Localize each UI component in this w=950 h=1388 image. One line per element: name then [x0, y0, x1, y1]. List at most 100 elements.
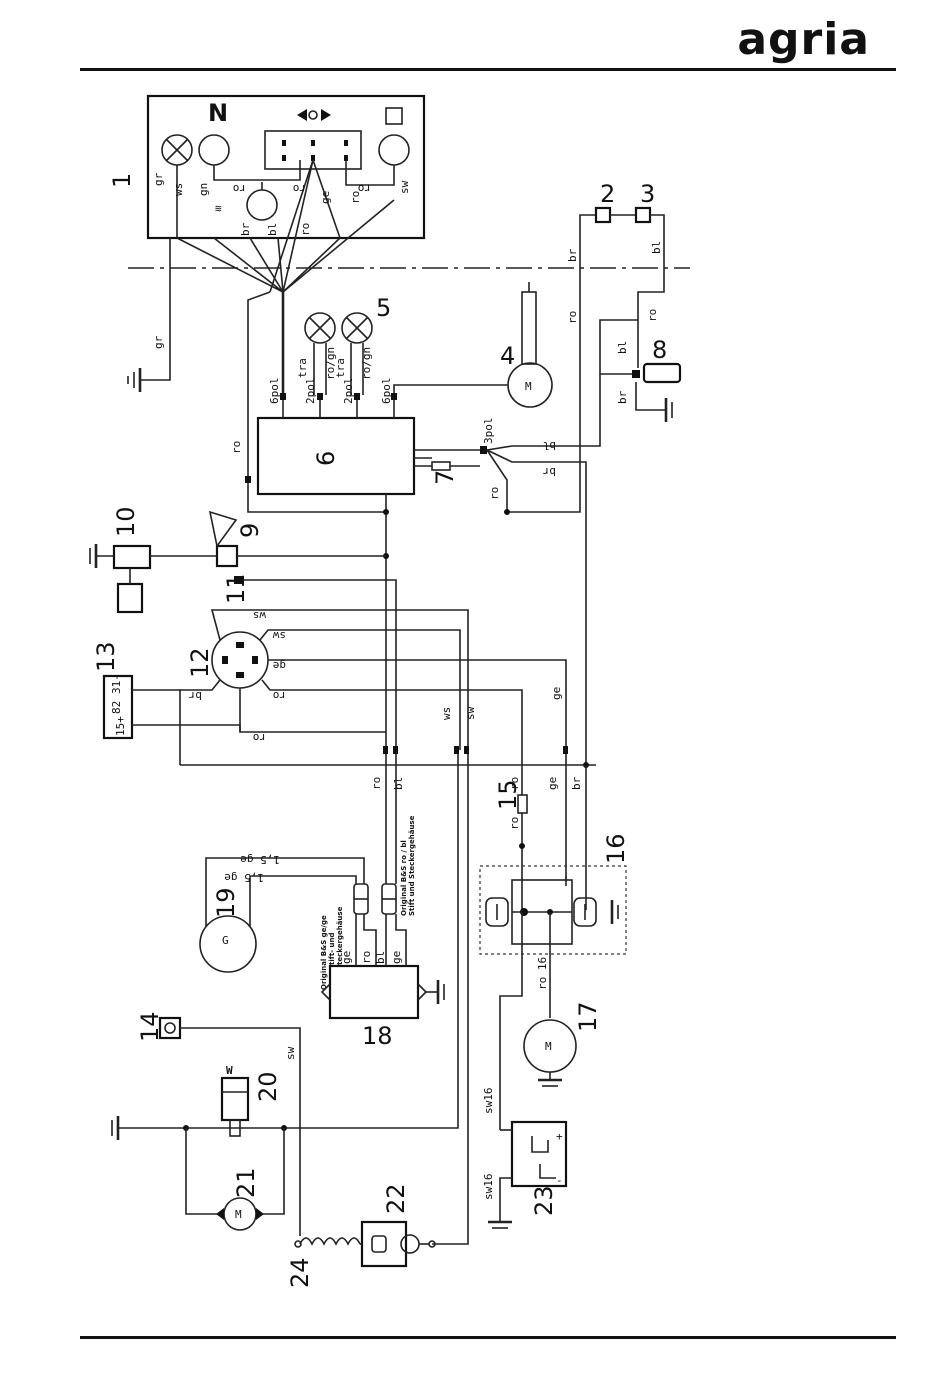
note-bs-robl: Original B&S ro / bl: [400, 840, 408, 916]
wire-label-ro-11: ro: [253, 731, 266, 744]
wire-label-gr: gr: [152, 172, 165, 186]
wire-label-br-4: br: [542, 465, 556, 478]
wire-label-ro-8: ro: [230, 441, 243, 454]
wire-label-br-6: br: [570, 776, 583, 790]
label-15: 15: [494, 779, 522, 810]
wire-bl-3pol: [512, 374, 601, 447]
wire-label-ge-6: ge: [390, 951, 403, 964]
wire-ro-main: [507, 268, 581, 513]
battery-23: + - 23 sw16 sw16: [482, 1088, 568, 1229]
wire-label-ro-14: ro: [508, 817, 521, 830]
wire-label-ge: ge: [319, 191, 332, 204]
actuator-motor-4: M 4: [393, 282, 553, 408]
wire-label-br: br: [239, 222, 252, 236]
wire-label-ge-2: ge: [273, 659, 286, 672]
neutral-label: N: [208, 99, 228, 127]
label-23: 23: [530, 1185, 558, 1216]
terminal-13-body: [102, 674, 134, 740]
label-7: 7: [431, 470, 459, 485]
wire-label-ro-7: ro: [646, 309, 659, 322]
starter-motor-17: M 17 ro 16: [523, 957, 602, 1087]
actuator-rod: [521, 291, 537, 365]
wire-label-sw-3: sw: [464, 706, 477, 720]
switch-2: [594, 206, 612, 224]
motor-21-symbol: M: [235, 1208, 242, 1221]
relay-10-body: [112, 544, 152, 570]
pto-symbol-icon: [385, 107, 403, 125]
label-6: 6: [312, 451, 340, 466]
label-20: 20: [254, 1071, 282, 1102]
connector-pairs: [383, 746, 568, 754]
battery-23-body: [510, 1120, 568, 1188]
note-bs-gege-3: Steckergehäuse: [336, 906, 344, 970]
instrument-panel: N ≋: [146, 94, 426, 240]
harness-fan: [176, 159, 395, 395]
wire-ro-left: [247, 291, 386, 513]
wire-label-ro-13: ro: [508, 777, 521, 790]
connector-3pol: 3pol: [482, 418, 495, 445]
label-18: 18: [362, 1022, 393, 1050]
label-16: 16: [602, 833, 630, 864]
wire-label-ro-3: ro: [233, 182, 246, 195]
wire-label-bl-4: bl: [543, 439, 556, 452]
rectifier-18: 18 ge ro bl ge: [320, 914, 445, 1050]
relay-10: 10: [89, 506, 217, 614]
wire-label-ro-5: ro: [358, 182, 371, 195]
starter-solenoid-16: 16: [479, 833, 630, 955]
wire-label-ro16: ro 16: [536, 957, 549, 990]
direction-switch: [264, 130, 362, 170]
wire-label-ro-10: ro: [273, 689, 286, 702]
seat-switch-8: 8 br bl: [616, 336, 682, 422]
generator-19: G 19 1,5 ge 1,5 ge: [199, 853, 365, 973]
generator-symbol: G: [222, 934, 229, 947]
wire-label-gr-2: gr: [152, 335, 165, 349]
wire-label-sw: sw: [398, 180, 411, 194]
wire-label-rogn: ro/gn: [324, 347, 337, 380]
lamp-5a-icon: [304, 312, 336, 344]
label-24: 24: [286, 1257, 314, 1288]
label-1: 1: [108, 173, 136, 188]
motor-4-symbol: M: [525, 380, 532, 393]
wire-label-br-5: br: [188, 689, 202, 702]
panel-frame: [146, 94, 426, 240]
fuel-pump-21: M 21: [216, 1167, 264, 1231]
wire-label-ge-3: ge: [550, 687, 563, 700]
connector-11: [234, 576, 242, 584]
wire-sw-22: [432, 754, 469, 1245]
generator-icon: [199, 915, 257, 973]
wire-label-ws-2: ws: [253, 609, 266, 622]
wire-label-bl-5: bl: [392, 777, 405, 790]
coil-24-icon: [299, 1237, 361, 1246]
wire-label-bl-3: bl: [616, 341, 629, 354]
switch-3: [634, 206, 652, 224]
fuse-7-body: [431, 461, 451, 471]
wire-label-sw16-2: sw16: [482, 1174, 495, 1201]
switches-2-3: 2 3 br bl: [566, 180, 665, 268]
wire-label-sw-4: sw: [284, 1046, 297, 1060]
horn-icon: [208, 510, 238, 548]
relay-10-coil: [116, 582, 144, 614]
wire-bl-8: [599, 319, 638, 375]
wire-ro-8: [637, 268, 665, 368]
battery-plus: +: [556, 1130, 563, 1143]
wire-label-ge-4: ge: [546, 777, 559, 790]
label-11: 11: [222, 573, 250, 604]
label-19: 19: [212, 887, 240, 918]
solenoid-20-body: [220, 1076, 250, 1122]
wire-label-sw-2: sw: [272, 629, 286, 642]
wire-label-br-2: br: [566, 248, 579, 262]
lamps-5: 5 tra ro/gn tra ro/gn: [296, 294, 391, 395]
ignition-switch-12: 12 ws sw ge ro br ro: [179, 609, 567, 795]
terminal-31: 31-: [110, 674, 123, 694]
fuse-7: 7 3pol br ro: [414, 418, 587, 765]
wire-gr-ground: [140, 238, 171, 381]
oil-switch-14: 14 sw: [136, 1011, 301, 1236]
connector-6pol-2: 6pol: [380, 378, 393, 405]
solenoid-20-mark: W: [226, 1064, 233, 1077]
arrow-left-icon: [297, 109, 307, 121]
label-9: 9: [236, 523, 264, 538]
label-10: 10: [112, 506, 140, 537]
ignition-switch-icon: [211, 631, 269, 689]
ignition-coil-24: 24: [286, 1237, 362, 1288]
